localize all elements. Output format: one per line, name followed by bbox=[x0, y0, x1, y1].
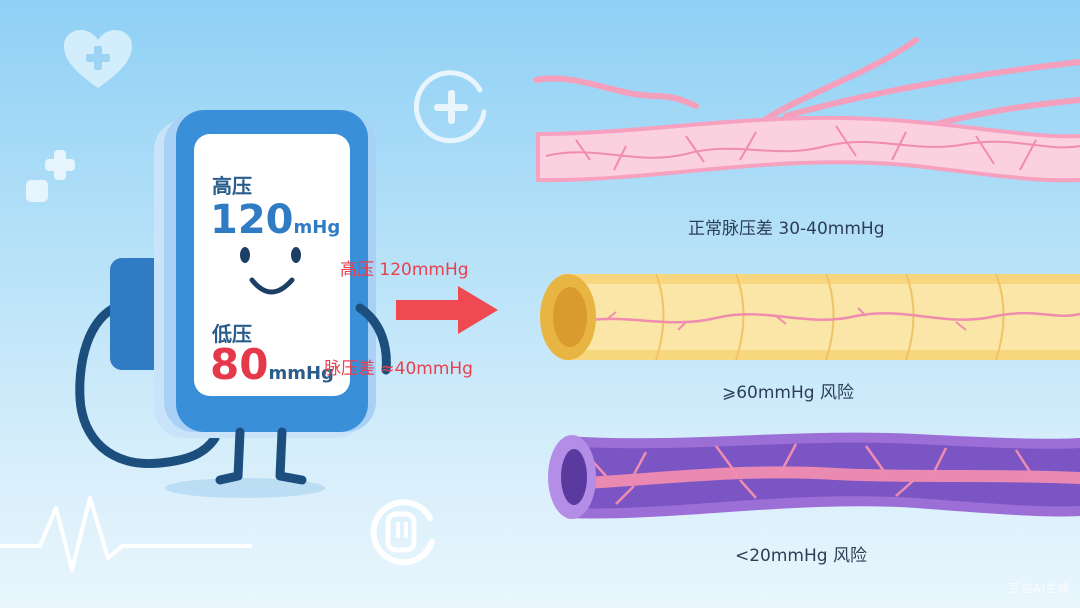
diastolic-label: 低压 bbox=[212, 322, 252, 346]
diastolic-unit: mmHg bbox=[268, 363, 334, 384]
systolic-unit: mHg bbox=[293, 217, 341, 238]
systolic-annotation: 高压 120mmHg bbox=[340, 260, 469, 280]
watermark: 豆包AI生成 bbox=[1009, 582, 1070, 595]
bp-monitor-character bbox=[75, 110, 391, 498]
normal-vessel-caption: 正常脉压差 30-40mmHg bbox=[688, 219, 885, 239]
normal-vessel bbox=[533, 37, 1080, 183]
systolic-label: 高压 bbox=[212, 174, 252, 198]
pressure-cuff-icon bbox=[370, 499, 435, 566]
systolic-value-row: 120mHg bbox=[210, 200, 340, 240]
wide-pressure-caption: ⩾60mmHg 风险 bbox=[722, 383, 854, 403]
heartbeat-line-icon bbox=[0, 496, 252, 572]
wide-pressure-vessel bbox=[540, 273, 1080, 361]
plus-circle-icon bbox=[413, 70, 487, 144]
narrow-pressure-caption: <20mmHg 风险 bbox=[735, 546, 867, 566]
heart-plus-icon bbox=[64, 30, 132, 88]
diastolic-value: 80 bbox=[210, 340, 269, 389]
sparkle-plus-icon bbox=[26, 150, 75, 202]
right-arrow-icon bbox=[396, 286, 498, 334]
systolic-value: 120 bbox=[210, 197, 294, 243]
narrow-pressure-vessel bbox=[548, 432, 1080, 519]
diastolic-value-row: 80mmHg bbox=[210, 344, 334, 386]
pulse-pressure-annotation: 脉压差 ≈40mmHg bbox=[324, 359, 473, 379]
